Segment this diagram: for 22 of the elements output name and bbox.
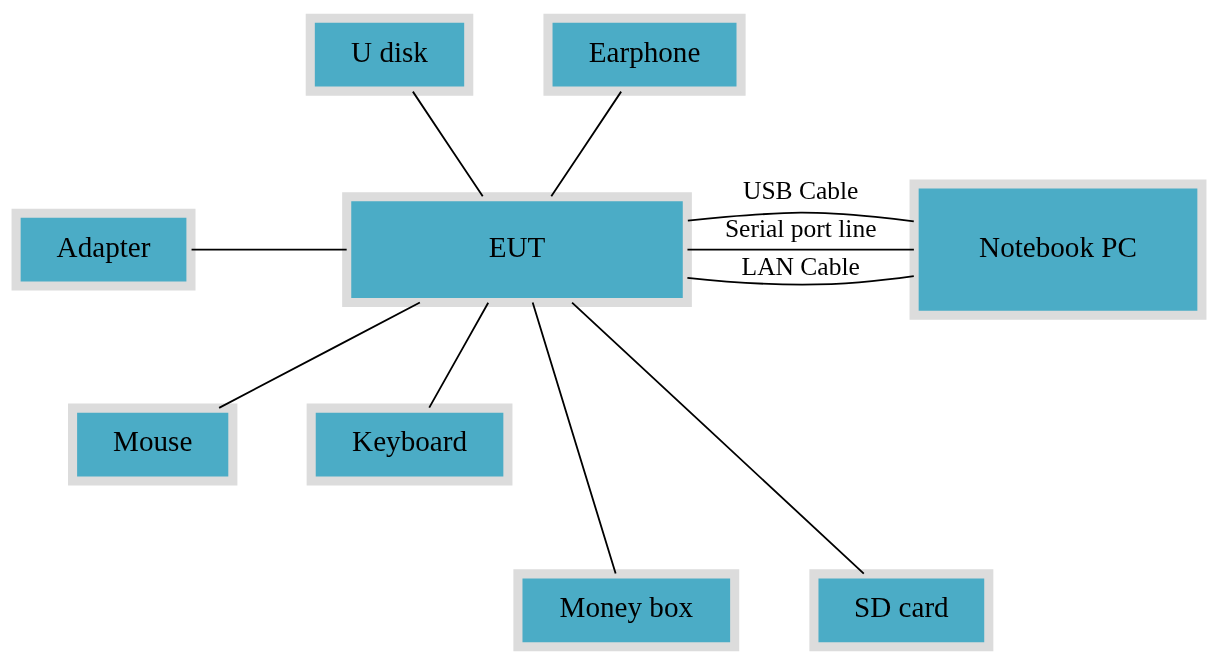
connector	[686, 274, 915, 285]
connector	[686, 248, 915, 251]
node-box: Money box	[513, 568, 740, 651]
node-box: U disk	[305, 13, 474, 96]
edge-label: USB Cable	[742, 175, 859, 205]
node-box: Notebook PC	[909, 179, 1207, 320]
node-box: Mouse	[68, 403, 238, 485]
node-box: SD card	[809, 568, 994, 651]
node-box: EUT	[342, 191, 692, 307]
connector	[550, 90, 623, 197]
node-box: Adapter	[11, 208, 196, 291]
connector	[411, 90, 484, 197]
connector	[686, 211, 915, 222]
connector	[531, 301, 617, 574]
connector	[190, 248, 348, 251]
connector	[218, 301, 421, 409]
node-box: Earphone	[543, 13, 746, 96]
edge-label: LAN Cable	[741, 251, 860, 281]
connector	[428, 301, 490, 409]
edge-label: Serial port line	[724, 213, 877, 243]
node-box: Keyboard	[306, 403, 513, 485]
connector	[571, 301, 865, 574]
